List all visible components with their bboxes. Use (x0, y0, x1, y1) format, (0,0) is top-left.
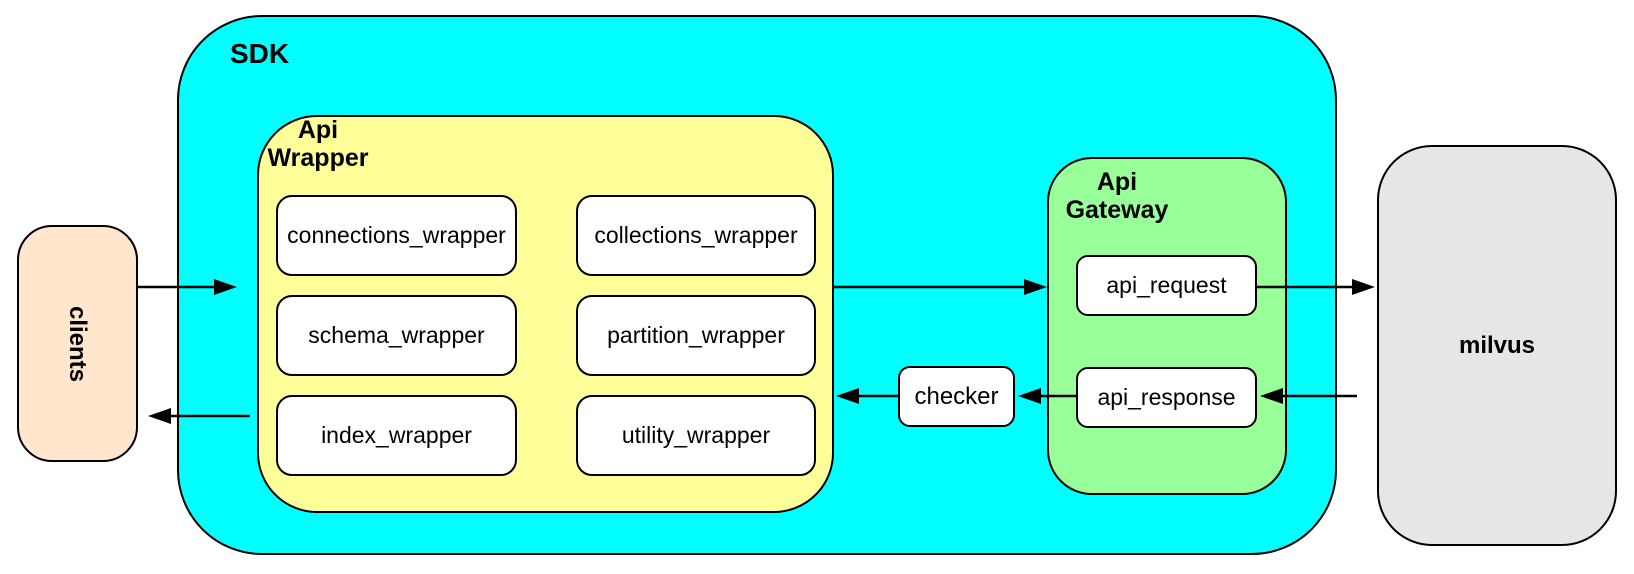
node-label: utility_wrapper (621, 422, 771, 448)
node-label: partition_wrapper (607, 322, 785, 348)
node-utility-wrapper: utility_wrapper (576, 395, 816, 476)
milvus-label: milvus (1458, 331, 1536, 359)
node-index-wrapper: index_wrapper (276, 395, 517, 476)
api-gateway-container (1047, 157, 1287, 495)
api-gateway-label: Api Gateway (1047, 168, 1187, 224)
api-wrapper-label-line1: Api (297, 116, 339, 144)
clients-label: clients (64, 305, 92, 382)
node-label: schema_wrapper (308, 322, 485, 348)
api-gateway-label-line1: Api (1096, 168, 1138, 196)
node-label: connections_wrapper (287, 222, 506, 248)
node-label: api_response (1097, 384, 1236, 410)
node-label: checker (914, 382, 999, 410)
node-checker: checker (898, 366, 1015, 427)
api-wrapper-label-line2: Wrapper (267, 144, 369, 172)
node-label: collections_wrapper (594, 222, 798, 248)
api-wrapper-label: Api Wrapper (258, 116, 378, 172)
sdk-label: SDK (230, 38, 290, 69)
node-api-response: api_response (1076, 367, 1257, 428)
node-schema-wrapper: schema_wrapper (276, 295, 517, 376)
node-milvus: milvus (1377, 145, 1617, 546)
node-clients: clients (17, 225, 138, 462)
node-label: api_request (1106, 272, 1227, 298)
node-label: index_wrapper (321, 422, 472, 448)
node-partition-wrapper: partition_wrapper (576, 295, 816, 376)
node-connections-wrapper: connections_wrapper (276, 195, 517, 276)
node-api-request: api_request (1076, 255, 1257, 316)
api-gateway-label-line2: Gateway (1065, 196, 1169, 224)
node-collections-wrapper: collections_wrapper (576, 195, 816, 276)
